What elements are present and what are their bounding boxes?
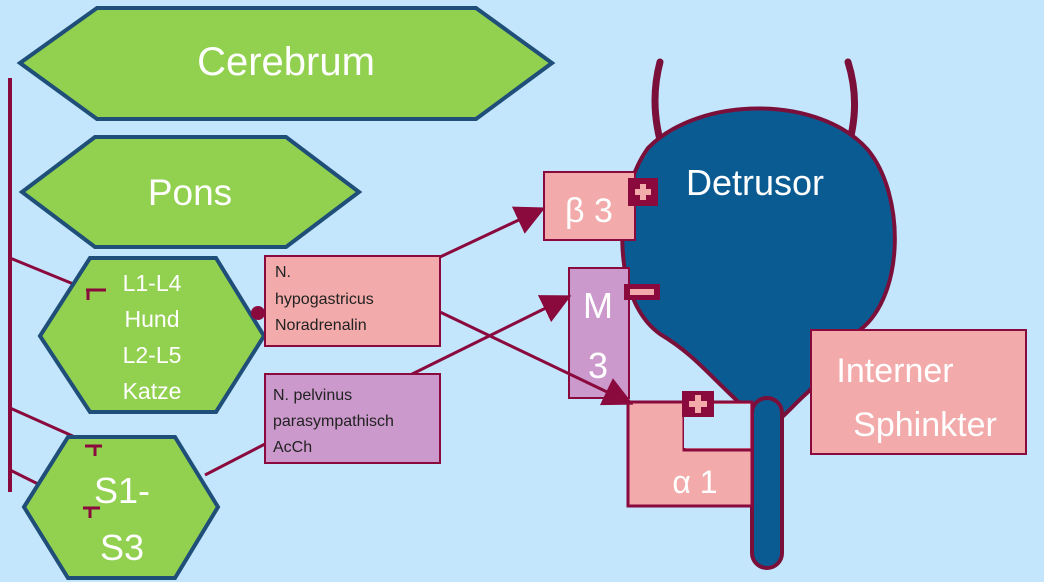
pelvic-line3: AcCh bbox=[273, 439, 312, 456]
pons-label: Pons bbox=[148, 172, 232, 213]
pelvic-line1: N. pelvinus bbox=[273, 387, 352, 404]
cerebrum-label: Cerebrum bbox=[197, 40, 375, 84]
m3-label-line2: 3 bbox=[588, 345, 608, 386]
sacral-label-line1: S1- bbox=[94, 470, 150, 511]
m3-receptor: M 3 bbox=[568, 267, 630, 399]
pelvic-line2: parasympathisch bbox=[273, 413, 394, 430]
lumbar-segment-node: L1-L4 Hund L2-L5 Katze bbox=[37, 256, 267, 414]
internal-sphincter-label-box: Interner Sphinkter bbox=[810, 329, 1027, 455]
hypogastric-line1: N. bbox=[275, 264, 291, 281]
ganglion-dot bbox=[251, 306, 265, 320]
lumbar-label-line3: L2-L5 bbox=[123, 342, 182, 368]
hypogastric-line3: Noradrenalin bbox=[275, 317, 367, 334]
lumbar-label-line1: L1-L4 bbox=[123, 270, 182, 296]
sphincter-label-line2: Sphinkter bbox=[853, 406, 997, 444]
ureters bbox=[651, 58, 859, 144]
m3-label-line1: M bbox=[583, 285, 613, 326]
lumbar-label-line4: Katze bbox=[123, 378, 182, 404]
plus-icon bbox=[682, 391, 714, 417]
urethra bbox=[750, 396, 784, 570]
lumbar-label-line2: Hund bbox=[125, 306, 180, 332]
sacral-segment-node: S1- S3 bbox=[21, 435, 221, 580]
pons-node: Pons bbox=[18, 135, 363, 249]
hypogastric-nerve-box: N. hypogastricus Noradrenalin bbox=[264, 255, 441, 347]
alpha1-label: α 1 bbox=[672, 464, 717, 500]
synapse-ticks bbox=[83, 288, 106, 518]
sphincter-label-line1: Interner bbox=[836, 352, 953, 390]
pelvic-nerve-box: N. pelvinus parasympathisch AcCh bbox=[264, 373, 441, 464]
plus-icon bbox=[628, 178, 658, 206]
sacral-label-line2: S3 bbox=[100, 527, 144, 568]
hypogastric-line2: hypogastricus bbox=[275, 291, 374, 308]
detrusor-label: Detrusor bbox=[686, 162, 824, 203]
nerve-pathways bbox=[204, 206, 634, 477]
alpha1-receptor: α 1 bbox=[626, 400, 754, 508]
beta3-label: β 3 bbox=[565, 192, 613, 230]
minus-icon bbox=[624, 284, 660, 300]
beta3-receptor: β 3 bbox=[543, 171, 636, 241]
cerebrum-node: Cerebrum bbox=[16, 6, 556, 121]
